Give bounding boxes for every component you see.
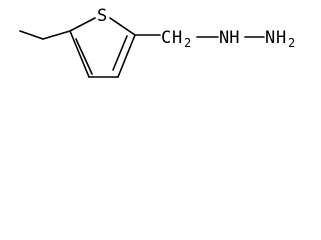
atom-nh2-h: H xyxy=(276,28,286,48)
atom-methylene-c: C xyxy=(161,28,171,48)
ring-bond-c2-s xyxy=(109,17,136,36)
atom-sulfur: S xyxy=(97,6,107,26)
methyl-bond xyxy=(19,30,44,40)
ring-bond-s-c5 xyxy=(69,17,96,32)
ring-double-bond-left xyxy=(75,38,93,75)
atom-nh2-n: N xyxy=(265,28,275,48)
atom-methylene-subscript: 2 xyxy=(184,36,191,50)
atom-nh2-subscript: 2 xyxy=(288,36,295,50)
ring-bond-c3-c2 xyxy=(117,34,136,78)
atom-methylene-h: H xyxy=(172,28,182,48)
chemical-structure: S C H 2 NH N H 2 xyxy=(19,6,295,78)
ring-bond-c5-c4-side xyxy=(69,30,90,78)
ring-bond-c5-c4 xyxy=(42,30,71,40)
atom-nh: NH xyxy=(219,28,239,48)
ring-double-bond-right xyxy=(112,35,128,71)
